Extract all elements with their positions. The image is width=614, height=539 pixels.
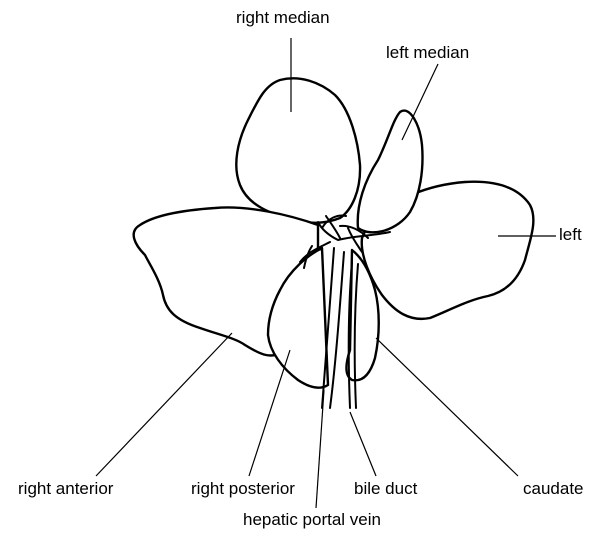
leader-caudate xyxy=(376,338,518,476)
right-median-lobe xyxy=(236,78,360,222)
label-caudate: caudate xyxy=(523,479,584,499)
leader-bile-duct xyxy=(350,412,376,476)
label-left-median: left median xyxy=(386,43,469,63)
label-right-median: right median xyxy=(236,8,330,28)
label-bile-duct: bile duct xyxy=(354,479,417,499)
label-hepatic-portal-vein: hepatic portal vein xyxy=(243,510,381,530)
leader-hepatic-portal-vein xyxy=(316,390,324,508)
leader-left-median xyxy=(402,64,438,140)
label-right-posterior: right posterior xyxy=(191,479,295,499)
label-right-anterior: right anterior xyxy=(18,479,113,499)
label-left: left xyxy=(559,225,582,245)
leader-right-anterior xyxy=(96,333,232,476)
leader-right-posterior xyxy=(249,350,290,476)
